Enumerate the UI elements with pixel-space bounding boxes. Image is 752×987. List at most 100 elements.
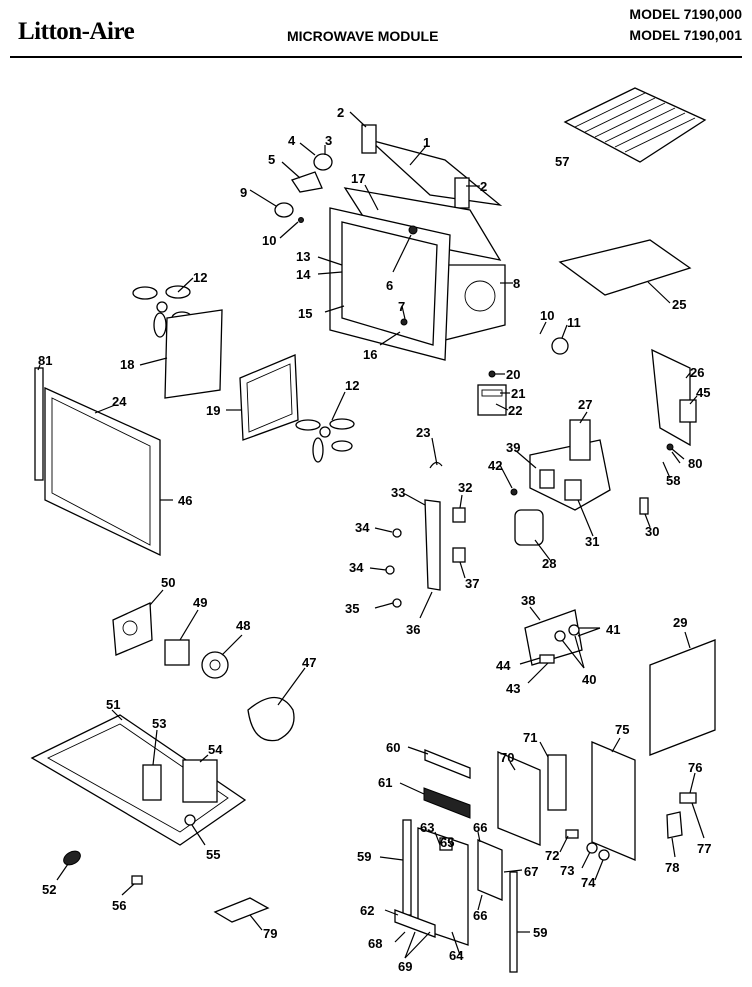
callout-15: 15	[298, 306, 312, 321]
callout-66b: 66	[473, 908, 487, 923]
part-drawing-fan-18	[132, 285, 223, 399]
part-drawing-29	[649, 639, 716, 756]
callout-19: 19	[206, 403, 220, 418]
callout-71: 71	[523, 730, 537, 745]
callout-61: 61	[378, 775, 392, 790]
callout-10a: 10	[262, 233, 276, 248]
part-drawing-control-panel	[497, 741, 636, 861]
callout-35: 34	[349, 560, 364, 575]
callout-8: 8	[513, 276, 520, 291]
callout-57: 57	[555, 154, 569, 169]
part-drawing-25-26	[558, 239, 697, 451]
callout-73: 73	[560, 863, 574, 878]
callout-69: 69	[398, 959, 412, 974]
callout-23: 23	[416, 425, 430, 440]
model-number-1: MODEL 7190,000	[629, 6, 742, 22]
callout-37: 37	[465, 576, 479, 591]
callout-55: 55	[206, 847, 220, 862]
callout-4: 4	[288, 133, 296, 148]
callout-41: 41	[606, 622, 620, 637]
callout-53: 53	[152, 716, 166, 731]
callout-59a: 59	[357, 849, 371, 864]
callout-36: 36	[406, 622, 420, 637]
brand-logo: Litton-Aire	[18, 18, 135, 45]
callout-7: 7	[398, 299, 405, 314]
part-drawing-base	[30, 714, 247, 846]
part-drawing-lamp	[274, 153, 333, 223]
callout-60: 60	[386, 740, 400, 755]
part-drawing-clips	[666, 792, 697, 839]
callout-78: 78	[665, 860, 679, 875]
callout-76: 76	[688, 760, 702, 775]
callout-25: 25	[672, 297, 686, 312]
callout-46: 46	[178, 493, 192, 508]
callout-51: 51	[106, 697, 120, 712]
part-callouts: 1 2 2 3 4 5 6 7 8 9 10 10 11 12 12 13 14…	[38, 105, 711, 974]
callout-34a: 34	[355, 520, 370, 535]
callout-67: 67	[524, 864, 538, 879]
callout-2a: 2	[337, 105, 344, 120]
callout-12a: 12	[193, 270, 207, 285]
callout-70: 70	[500, 750, 514, 765]
callout-5: 5	[268, 152, 275, 167]
model-number-2: MODEL 7190,001	[629, 27, 742, 43]
callout-80: 80	[688, 456, 702, 471]
callout-64: 64	[449, 948, 464, 963]
callout-28: 28	[542, 556, 556, 571]
callout-52: 52	[42, 882, 56, 897]
callout-79: 79	[263, 926, 277, 941]
callout-40: 40	[582, 672, 596, 687]
callout-81: 81	[38, 353, 52, 368]
callout-27: 27	[578, 397, 592, 412]
callout-38: 38	[521, 593, 535, 608]
callout-18: 18	[120, 357, 134, 372]
callout-47: 47	[302, 655, 316, 670]
callout-11: 11	[567, 315, 581, 330]
callout-31: 31	[585, 534, 599, 549]
callout-10b: 10	[540, 308, 554, 323]
callout-21: 21	[511, 386, 525, 401]
callout-32: 32	[458, 480, 472, 495]
callout-24: 24	[112, 394, 127, 409]
part-drawing-bracket-27	[510, 419, 649, 546]
part-drawing-cavity	[329, 124, 506, 361]
callout-49: 49	[193, 595, 207, 610]
callout-17: 17	[351, 171, 365, 186]
part-drawing-57	[563, 87, 707, 163]
callout-2b: 2	[480, 179, 487, 194]
callout-20: 20	[506, 367, 520, 382]
callout-13: 13	[296, 249, 310, 264]
leader-lines	[37, 111, 705, 959]
part-drawing-blower	[112, 602, 295, 742]
callout-58: 58	[666, 473, 680, 488]
callout-74: 74	[581, 875, 596, 890]
callout-44: 44	[496, 658, 511, 673]
callout-63: 63	[420, 820, 434, 835]
callout-39: 39	[506, 440, 520, 455]
callout-77: 77	[697, 841, 711, 856]
callout-72: 72	[545, 848, 559, 863]
callout-30: 30	[645, 524, 659, 539]
callout-45: 45	[696, 385, 710, 400]
callout-16: 16	[363, 347, 377, 362]
callout-62: 62	[360, 903, 374, 918]
callout-1: 1	[423, 135, 430, 150]
callout-48: 48	[236, 618, 250, 633]
callout-9: 9	[240, 185, 247, 200]
callout-75: 75	[615, 722, 629, 737]
part-drawing-small-parts	[63, 850, 270, 923]
callout-34b: 35	[345, 601, 359, 616]
callout-43: 43	[506, 681, 520, 696]
header-divider	[10, 56, 742, 58]
callout-29: 29	[673, 615, 687, 630]
callout-22: 22	[508, 403, 522, 418]
callout-12b: 12	[345, 378, 359, 393]
module-title: MICROWAVE MODULE	[287, 28, 439, 44]
callout-65: 65	[440, 835, 454, 850]
callout-68: 68	[368, 936, 382, 951]
part-drawing-door-controls	[394, 749, 518, 973]
part-drawing-relay	[524, 609, 583, 666]
callout-54: 54	[208, 742, 223, 757]
part-drawing-frame-19	[239, 354, 355, 463]
